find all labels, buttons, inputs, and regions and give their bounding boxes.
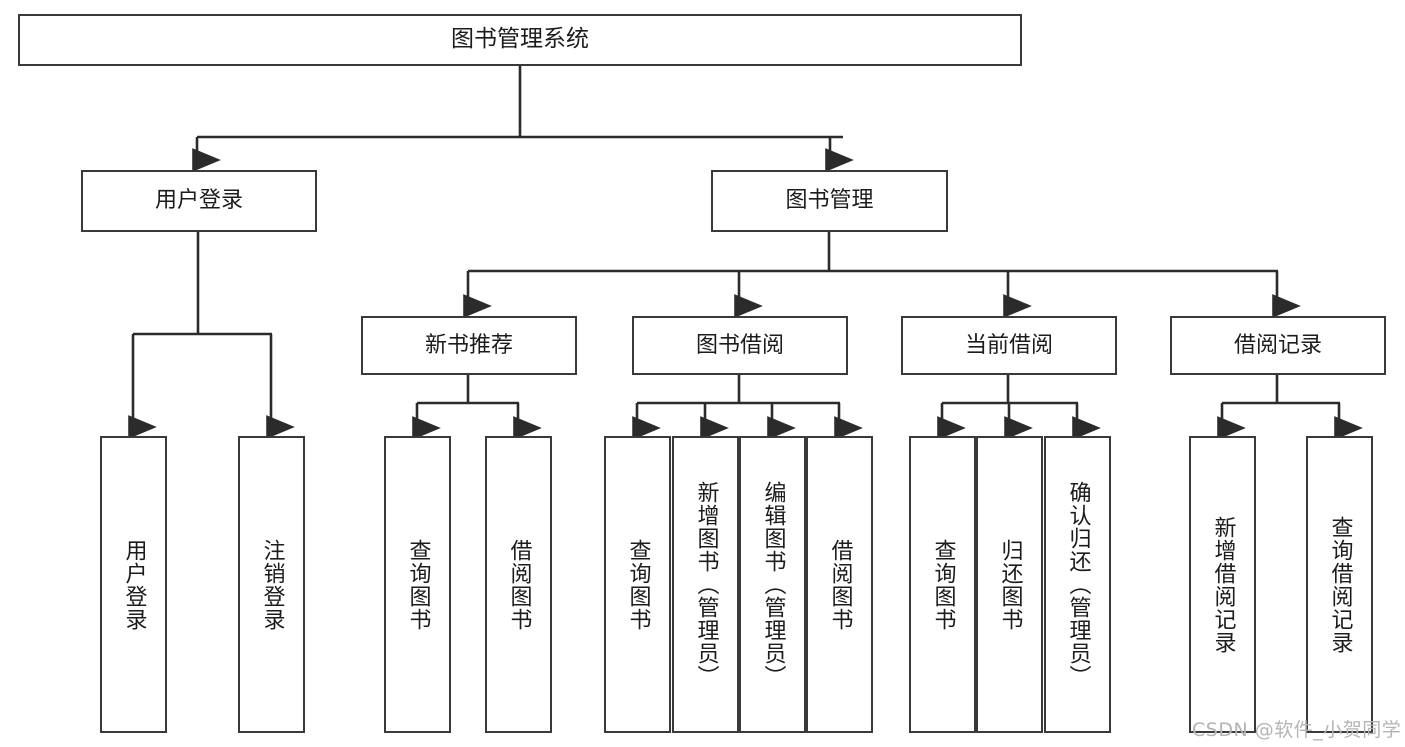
leaf-query-book-recommend[interactable]: 查询图书: [384, 436, 451, 733]
csdn-watermark: CSDN @软件_小贺同学: [1192, 719, 1402, 741]
node-root-book-management-system[interactable]: 图书管理系统: [18, 14, 1022, 66]
node-label: 图书管理系统: [451, 26, 589, 53]
leaf-add-borrow-record[interactable]: 新增借阅记录: [1189, 436, 1256, 733]
leaf-logout[interactable]: 注销登录: [238, 436, 305, 733]
node-label: 用户登录: [121, 538, 147, 631]
leaf-confirm-return-admin[interactable]: 确认归还（管理员）: [1044, 436, 1111, 733]
node-label: 查询图书: [625, 538, 651, 631]
node-label: 图书借阅: [695, 332, 784, 358]
node-label: 新增图书（管理员）: [693, 481, 719, 688]
leaf-user-login[interactable]: 用户登录: [100, 436, 167, 733]
node-book-management[interactable]: 图书管理: [711, 170, 948, 232]
node-user-login[interactable]: 用户登录: [81, 170, 317, 232]
leaf-add-book-admin[interactable]: 新增图书（管理员）: [672, 436, 739, 733]
node-label: 当前借阅: [964, 332, 1053, 358]
node-label: 查询借阅记录: [1327, 515, 1353, 654]
node-label: 借阅记录: [1233, 332, 1322, 358]
node-label: 新增借阅记录: [1210, 515, 1236, 654]
leaf-return-book[interactable]: 归还图书: [976, 436, 1043, 733]
node-label: 用户登录: [154, 188, 243, 214]
node-label: 查询图书: [930, 538, 956, 631]
node-label: 注销登录: [259, 538, 285, 631]
node-label: 编辑图书（管理员）: [760, 481, 786, 688]
leaf-borrow-book-recommend[interactable]: 借阅图书: [485, 436, 552, 733]
leaf-query-book-borrow[interactable]: 查询图书: [604, 436, 671, 733]
node-label: 借阅图书: [506, 538, 532, 631]
node-book-borrow[interactable]: 图书借阅: [632, 316, 848, 375]
node-current-borrow[interactable]: 当前借阅: [901, 316, 1117, 375]
leaf-query-book-current[interactable]: 查询图书: [909, 436, 976, 733]
leaf-edit-book-admin[interactable]: 编辑图书（管理员）: [739, 436, 806, 733]
node-label: 查询图书: [405, 538, 431, 631]
leaf-borrow-book[interactable]: 借阅图书: [806, 436, 873, 733]
node-new-book-recommend[interactable]: 新书推荐: [361, 316, 577, 375]
leaf-query-borrow-record[interactable]: 查询借阅记录: [1306, 436, 1373, 733]
node-label: 借阅图书: [827, 538, 853, 631]
node-label: 确认归还（管理员）: [1065, 481, 1091, 688]
node-label: 新书推荐: [424, 332, 513, 358]
node-label: 图书管理: [785, 188, 874, 214]
node-borrow-record[interactable]: 借阅记录: [1170, 316, 1386, 375]
node-label: 归还图书: [997, 538, 1023, 631]
